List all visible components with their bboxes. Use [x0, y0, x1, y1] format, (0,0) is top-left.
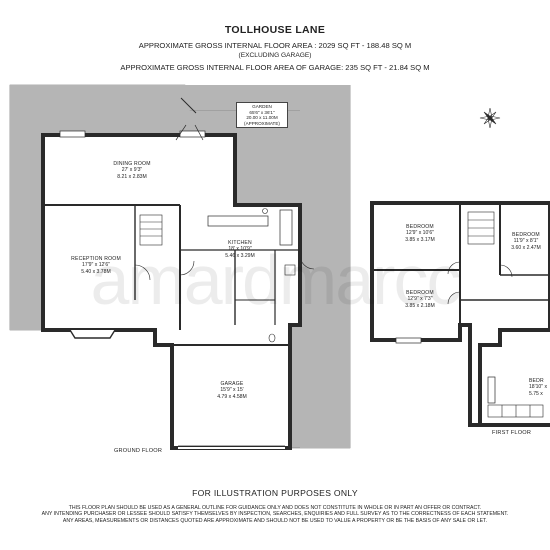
room-imperial: 15'9" x 15' — [220, 387, 244, 394]
garage-area-line: APPROXIMATE GROSS INTERNAL FLOOR AREA OF… — [120, 63, 430, 72]
window — [487, 376, 496, 404]
disclaimer-line: ANY AREAS, MEASUREMENTS OR DISTANCES QUO… — [62, 517, 488, 524]
utility-sink — [284, 264, 296, 276]
stairs-ground — [139, 214, 163, 246]
room-name: DINING ROOM — [113, 161, 151, 167]
disclaimer-line: THIS FLOOR PLAN SHOULD BE USED AS A GENE… — [68, 505, 482, 511]
watermark-text: amardmarcc — [90, 241, 462, 319]
stairs-first — [467, 211, 495, 245]
reception-bay — [69, 329, 116, 339]
garden-gate — [180, 97, 197, 114]
room-bedroom-4: BEDR 18'10" x 5.75 x — [529, 378, 547, 397]
room-bedroom-3: BEDROOM 12'9" x 7'3" 3.85 x 2.18M — [405, 290, 434, 309]
room-imperial: 17'9" x 12'6" — [82, 262, 110, 269]
kitchen-worktop — [207, 215, 269, 227]
garden-note: (APPROXIMATE) — [244, 120, 280, 126]
garden-name: GARDEN — [252, 104, 272, 109]
room-name: GARAGE — [220, 381, 244, 387]
garden-metric: 20.00 x 11.00M — [246, 115, 278, 121]
room-name: BEDROOM — [512, 232, 540, 238]
room-metric: 3.85 x 2.18M — [405, 302, 435, 309]
sink-icon — [262, 208, 268, 214]
ground-floor-label: GROUND FLOOR — [114, 448, 163, 454]
terrace-left-strip — [10, 85, 43, 330]
room-bedroom-1: BEDROOM 12'9" x 10'6" 3.85 x 3.17M — [405, 224, 434, 243]
room-name: RECEPTION ROOM — [71, 256, 121, 262]
door-arc — [447, 291, 461, 305]
terrace-right-strip — [300, 85, 350, 448]
room-metric: 3.60 x 2.47M — [511, 244, 541, 251]
room-imperial: 12'9" x 10'6" — [406, 230, 434, 237]
room-garage: GARAGE 15'9" x 15' 4.79 x 4.58M — [217, 381, 246, 400]
room-bedroom-2: BEDROOM 11'9" x 8'1" 3.60 x 2.47M — [511, 232, 540, 251]
room-imperial: 12'9" x 7'3" — [407, 296, 433, 303]
disclaimer: THIS FLOOR PLAN SHOULD BE USED AS A GENE… — [20, 505, 530, 524]
room-name: BEDR — [528, 378, 544, 384]
floor-area-excluding: (EXCLUDING GARAGE) — [238, 52, 312, 59]
room-metric: 3.85 x 3.17M — [405, 236, 435, 243]
room-metric: 5.40 x 3.78M — [81, 268, 111, 275]
room-name: KITCHEN — [228, 240, 252, 246]
ground-floor-outline — [41, 133, 302, 450]
door-arc — [499, 264, 513, 278]
room-imperial: 18'10" x — [528, 384, 548, 391]
room-metric: 4.79 x 4.58M — [217, 393, 247, 400]
patio-doors — [175, 124, 204, 141]
illustration-notice: FOR ILLUSTRATION PURPOSES ONLY — [192, 488, 358, 498]
door-arc — [179, 260, 195, 276]
room-metric: 8.21 x 2.83M — [117, 173, 147, 180]
room-imperial: 18' x 10'9" — [228, 246, 252, 253]
compass-icon — [479, 107, 501, 129]
terrace-top-strip — [10, 85, 350, 110]
door-arc — [134, 264, 151, 281]
disclaimer-line: ANY INTENDING PURCHASER OR LESSEE SHOULD… — [41, 511, 509, 518]
room-dining: DINING ROOM 27' x 9'3" 8.21 x 2.83M — [113, 161, 150, 180]
garden-imperial: 65'6" x 36'1" — [249, 109, 275, 115]
dining-window-left — [59, 130, 86, 138]
door-arc — [447, 261, 461, 275]
window — [395, 337, 422, 344]
kitchen-unit — [279, 209, 293, 246]
wardrobes — [487, 404, 544, 418]
room-imperial: 27' x 9'3" — [121, 167, 143, 174]
room-imperial: 11'9" x 8'1" — [513, 238, 539, 245]
room-name: BEDROOM — [406, 290, 434, 296]
room-kitchen: KITCHEN 18' x 10'9" 5.46 x 3.29M — [225, 240, 254, 259]
first-floor-label: FIRST FLOOR — [492, 430, 532, 436]
garden-label: GARDEN 65'6" x 36'1" 20.00 x 11.00M (APP… — [236, 102, 288, 129]
door-arc — [299, 254, 315, 270]
plan-title: TOLLHOUSE LANE — [224, 24, 326, 36]
room-name: BEDROOM — [406, 224, 434, 230]
room-metric: 5.75 x — [528, 390, 543, 397]
wc-icon — [268, 333, 276, 343]
room-reception: RECEPTION ROOM 17'9" x 12'6" 5.40 x 3.78… — [71, 256, 121, 275]
room-metric: 5.46 x 3.29M — [225, 252, 255, 259]
first-floor-outline-lower — [478, 345, 550, 427]
floor-area-line: APPROXIMATE GROSS INTERNAL FLOOR AREA : … — [138, 41, 412, 50]
